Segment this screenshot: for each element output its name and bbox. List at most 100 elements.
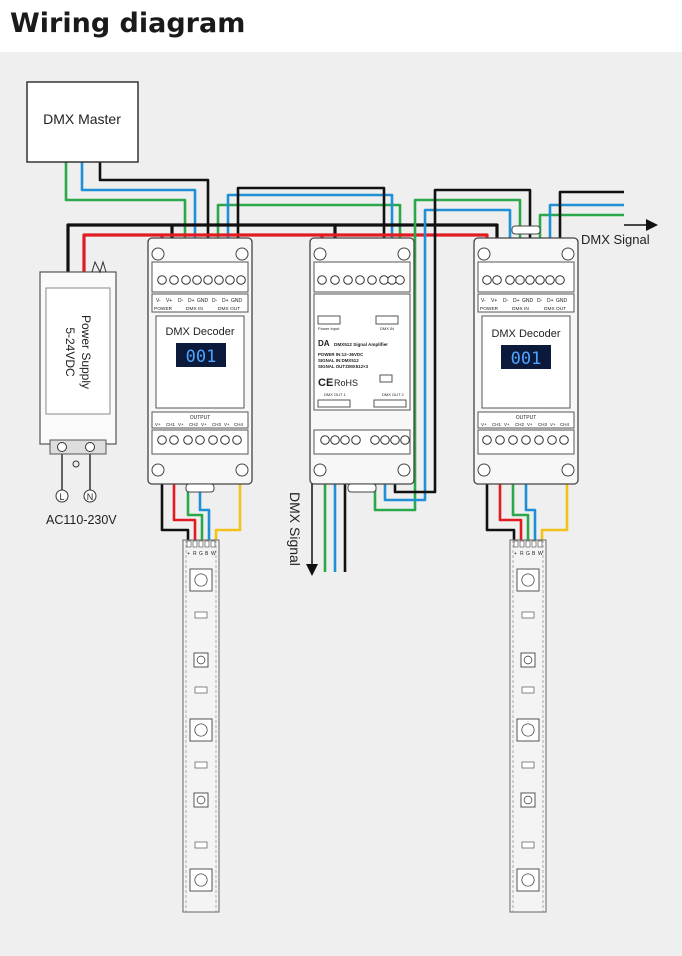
- dmx-decoder-left: V- V+ D- D+ GND D- D+ GND POWER DMX IN D…: [147, 237, 253, 493]
- led-chip-icon: [516, 568, 540, 592]
- ce-mark: CE: [318, 377, 333, 389]
- wire-decoder1-out-black: [236, 186, 386, 272]
- din-clip-icon: [185, 483, 215, 493]
- pin-d-plus: D+: [513, 298, 520, 304]
- strip-pin-label: W: [211, 551, 216, 557]
- pin-v-minus: V-: [156, 298, 161, 304]
- led-chip-icon: [516, 868, 540, 892]
- page-title: Wiring diagram: [10, 8, 246, 39]
- pin-v-plus: V+: [166, 298, 172, 304]
- amp-out1-terminal-icon: [317, 399, 351, 408]
- strip-pin-label: +: [187, 551, 190, 557]
- dmx-master-label: DMX Master: [43, 111, 121, 127]
- amp-power-input-label: Power Input: [318, 326, 340, 331]
- led-lens-icon: [196, 795, 206, 805]
- out-pin-ch1: CH1: [166, 422, 175, 427]
- top-pin-label-strip: [477, 293, 575, 313]
- led-lens-icon: [523, 655, 533, 665]
- dmx-master-box: [26, 81, 139, 163]
- strip-pin-label: G: [526, 551, 530, 557]
- output-label-strip: [151, 411, 249, 429]
- ac-input-label: AC110-230V: [46, 513, 117, 527]
- strip-pin-label: W: [538, 551, 543, 557]
- decoder-name: DMX Decoder: [165, 326, 234, 338]
- output-label: OUTPUT: [190, 415, 211, 421]
- screw-icon: [85, 442, 95, 452]
- amp-model: DA: [318, 339, 330, 348]
- top-pin-label-strip: [151, 293, 249, 313]
- top-screws: [482, 275, 565, 285]
- led-lens-icon: [521, 873, 535, 887]
- ground-icon: [72, 460, 80, 468]
- led-chip-icon: [189, 868, 213, 892]
- amp-dmx-out2-label: DMX OUT 2: [382, 392, 404, 397]
- strip-pin-pad: [531, 540, 537, 548]
- terminal-n-label: N: [87, 492, 94, 502]
- out-pin-ch1: CH1: [492, 422, 501, 427]
- out-pin-vplus-3: V+: [527, 422, 533, 427]
- display-value: 001: [511, 349, 542, 369]
- out-pin-ch4: CH4: [234, 422, 243, 427]
- top-screws: [157, 275, 246, 285]
- amp-spec-power: POWER IN:12~36VDC: [318, 352, 364, 357]
- screw-icon: [57, 442, 67, 452]
- resistor-icon: [194, 841, 208, 849]
- pin-d-minus-out: D-: [212, 298, 218, 304]
- mount-hole-icon: [151, 463, 165, 477]
- resistor-icon: [521, 686, 535, 694]
- wire-strip2-w: [540, 440, 569, 545]
- out-pin-ch3: CH3: [538, 422, 547, 427]
- pin-gnd-out: GND: [556, 298, 568, 304]
- rohs-mark: RoHS: [334, 378, 358, 388]
- pin-d-plus-out: D+: [222, 298, 229, 304]
- mount-hole-icon: [151, 247, 165, 261]
- led-lens-icon: [521, 723, 535, 737]
- wire-strip2-plus: [485, 440, 516, 545]
- switch-icon: [379, 374, 393, 383]
- led-chip-icon: [193, 652, 209, 668]
- dmx-signal-bottom-label: DMX Signal: [287, 492, 303, 566]
- decoder-display: [176, 343, 226, 367]
- amp-face-panel: [313, 293, 411, 411]
- wire-strip1-w: [214, 440, 242, 545]
- out-pin-vplus-2: V+: [178, 422, 184, 427]
- strip-pin-pad: [204, 540, 210, 548]
- out-pin-vplus-1: V+: [155, 422, 161, 427]
- amp-spec-signal-out: SIGNAL OUT:DMX512×3: [318, 364, 369, 369]
- out-pin-ch2: CH2: [189, 422, 198, 427]
- out-pin-vplus-4: V+: [224, 422, 230, 427]
- wire-amp-out-blue: [383, 208, 512, 502]
- resistor-icon: [521, 611, 535, 619]
- pin-v-plus: V+: [491, 298, 497, 304]
- pin-gnd: GND: [197, 298, 209, 304]
- strip-pin-label: R: [193, 551, 197, 557]
- mount-hole-icon: [561, 247, 575, 261]
- led-lens-icon: [194, 573, 208, 587]
- led-lens-icon: [523, 795, 533, 805]
- diagram-background: [0, 52, 682, 956]
- pin-d-minus: D-: [503, 298, 509, 304]
- output-label: OUTPUT: [516, 415, 537, 421]
- power-supply-label-panel: [45, 287, 111, 415]
- out-pin-vplus-4: V+: [550, 422, 556, 427]
- led-chip-icon: [193, 792, 209, 808]
- dmx-signal-right-label: DMX Signal: [581, 232, 650, 247]
- mount-hole-icon: [477, 247, 491, 261]
- led-lens-icon: [194, 723, 208, 737]
- led-chip-icon: [189, 718, 213, 742]
- strip-pin-pad: [513, 540, 519, 548]
- amp-dmx-in-terminal-icon: [375, 315, 399, 325]
- resistor-icon: [521, 841, 535, 849]
- out-pin-vplus-1: V+: [481, 422, 487, 427]
- led-lens-icon: [196, 655, 206, 665]
- led-chip-icon: [520, 652, 536, 668]
- amp-dmx-out1-label: DMX OUT 1: [324, 392, 346, 397]
- group-power: POWER: [480, 306, 499, 312]
- resistor-icon: [194, 611, 208, 619]
- pin-d-plus-out: D+: [547, 298, 554, 304]
- strip-pin-pad: [210, 540, 216, 548]
- amp-out2-terminal-icon: [373, 399, 407, 408]
- dmx-decoder-right: V- V+ D- D+ GND D- D+ GND POWER DMX IN D…: [473, 225, 579, 485]
